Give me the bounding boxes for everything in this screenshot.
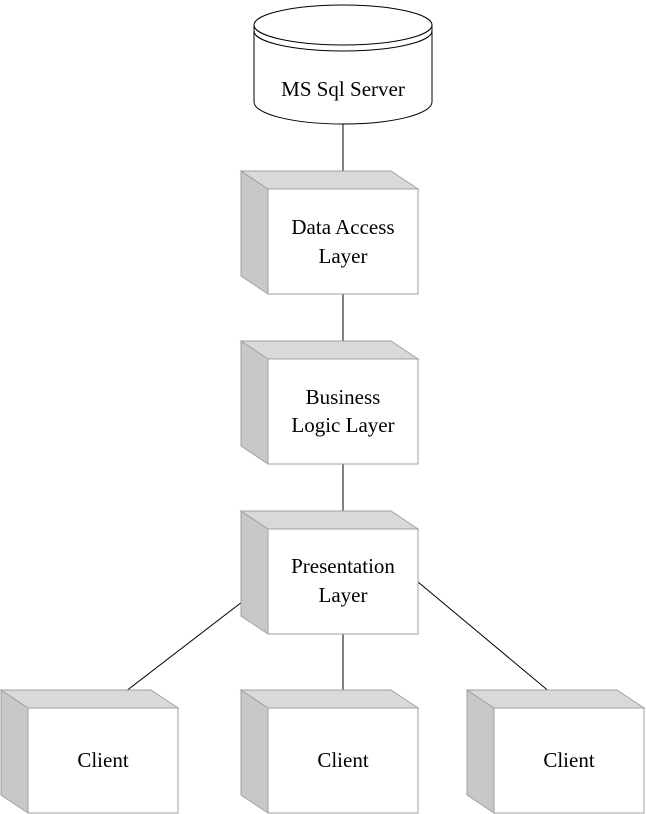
box-front-face bbox=[267, 358, 419, 465]
box-top-face bbox=[465, 689, 646, 709]
box-side-face bbox=[0, 689, 29, 814]
client-node-left: Client bbox=[0, 689, 180, 814]
client-node-right: Client bbox=[465, 689, 646, 814]
client-node-center: Client bbox=[239, 689, 420, 814]
presentation-layer-label-line2: Layer bbox=[319, 583, 368, 607]
edge-presentation-to-client-right bbox=[417, 581, 570, 709]
box-side-face bbox=[240, 689, 269, 814]
box-side-face bbox=[466, 689, 495, 814]
box-top-face bbox=[239, 340, 420, 360]
box-top-face bbox=[239, 689, 420, 709]
data-access-layer-node: Data Access Layer bbox=[239, 170, 420, 295]
client-label: Client bbox=[77, 748, 128, 772]
database-cylinder-body bbox=[253, 25, 433, 125]
box-front-face bbox=[493, 707, 645, 814]
data-access-layer-label: Data Access bbox=[291, 215, 394, 239]
box-top-face bbox=[239, 170, 420, 190]
box-side-face bbox=[240, 170, 269, 295]
business-logic-layer-label-line2: Logic Layer bbox=[291, 413, 394, 437]
box-side-face bbox=[240, 340, 269, 465]
business-logic-layer-node: Business Logic Layer bbox=[239, 340, 420, 465]
box-front-face bbox=[267, 707, 419, 814]
box-front-face bbox=[27, 707, 179, 814]
database-cylinder-top bbox=[253, 4, 433, 46]
presentation-layer-node: Presentation Layer bbox=[239, 510, 420, 635]
client-label: Client bbox=[543, 748, 594, 772]
database-cylinder-inner-rim bbox=[253, 30, 433, 52]
business-logic-layer-label: Business bbox=[306, 385, 381, 409]
box-side-face bbox=[240, 510, 269, 635]
box-top-face bbox=[0, 689, 180, 709]
box-front-face bbox=[267, 528, 419, 635]
database-label: MS Sql Server bbox=[281, 77, 405, 101]
box-front-face bbox=[267, 188, 419, 295]
presentation-layer-label: Presentation bbox=[291, 554, 395, 578]
database-node: MS Sql Server bbox=[253, 4, 433, 125]
data-access-layer-label-line2: Layer bbox=[319, 244, 368, 268]
client-label: Client bbox=[317, 748, 368, 772]
box-top-face bbox=[239, 510, 420, 530]
